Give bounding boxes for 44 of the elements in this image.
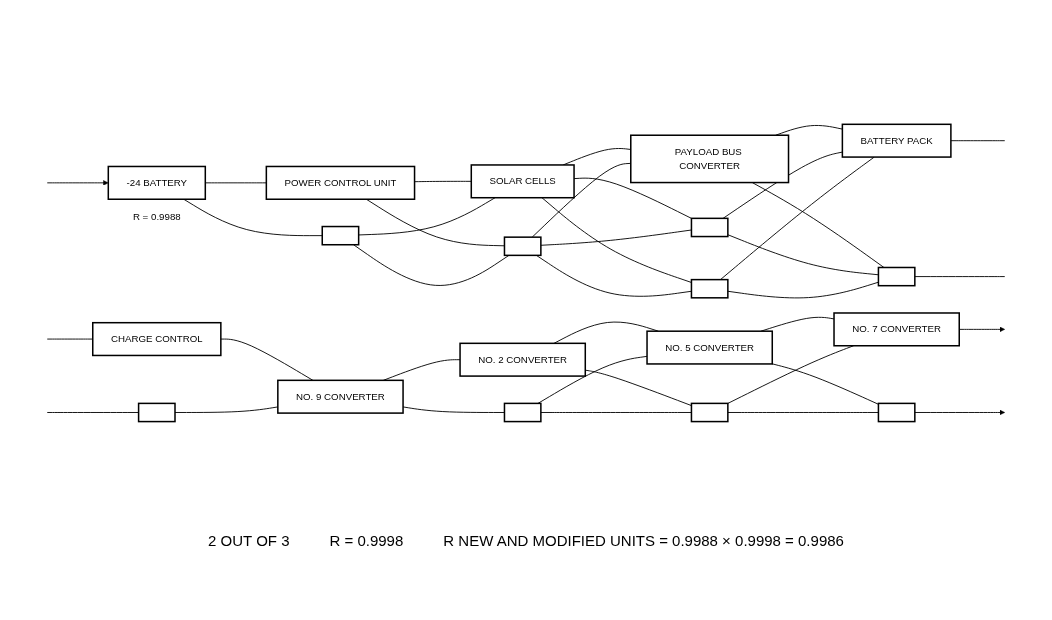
node-box: SOLAR CELLS xyxy=(470,164,575,199)
connector xyxy=(950,140,1006,142)
node-box xyxy=(690,217,729,238)
connector xyxy=(720,156,875,281)
note-text: R NEW AND MODIFIED UNITS = 0.9988 × 0.9998 = 0.9986 xyxy=(443,532,844,549)
connector xyxy=(727,412,879,413)
connector xyxy=(751,182,885,268)
connector xyxy=(914,276,1006,278)
connector xyxy=(365,198,505,247)
connector xyxy=(727,281,879,299)
connector xyxy=(535,254,692,297)
connector xyxy=(540,412,692,413)
node-box xyxy=(690,402,729,423)
connector xyxy=(537,355,648,404)
node-box: NO. 7 CONVERTER xyxy=(833,312,960,347)
connector xyxy=(358,197,496,236)
node-box: POWER CONTROL UNIT xyxy=(265,165,416,200)
note-text: R = 0.9998 xyxy=(329,532,404,549)
node-box: BATTERY PACK xyxy=(841,123,952,158)
connector xyxy=(183,198,323,237)
connector xyxy=(541,197,692,283)
note-text: 2 OUT OF 3 xyxy=(208,532,290,549)
node-box: -24 BATTERY xyxy=(107,165,207,200)
node-box xyxy=(321,225,360,246)
node-box: PAYLOAD BUS CONVERTER xyxy=(630,134,790,184)
connector xyxy=(353,244,510,286)
node-box xyxy=(877,402,916,423)
node-box: NO. 5 CONVERTER xyxy=(646,330,773,365)
node-label: R = 0.9988 xyxy=(132,211,181,222)
node-box xyxy=(137,402,176,423)
connector xyxy=(727,345,854,404)
connector xyxy=(771,363,879,405)
connector xyxy=(220,338,314,381)
connector xyxy=(727,234,879,276)
connector xyxy=(722,151,843,219)
node-box xyxy=(503,402,542,423)
node-box xyxy=(503,236,542,257)
node-box: NO. 2 CONVERTER xyxy=(459,342,587,377)
node-box: NO. 9 CONVERTER xyxy=(277,379,404,414)
connector xyxy=(540,229,692,246)
node-box xyxy=(877,266,916,287)
node-box xyxy=(690,278,729,299)
node-box: CHARGE CONTROL xyxy=(92,321,222,357)
connector xyxy=(414,180,472,183)
